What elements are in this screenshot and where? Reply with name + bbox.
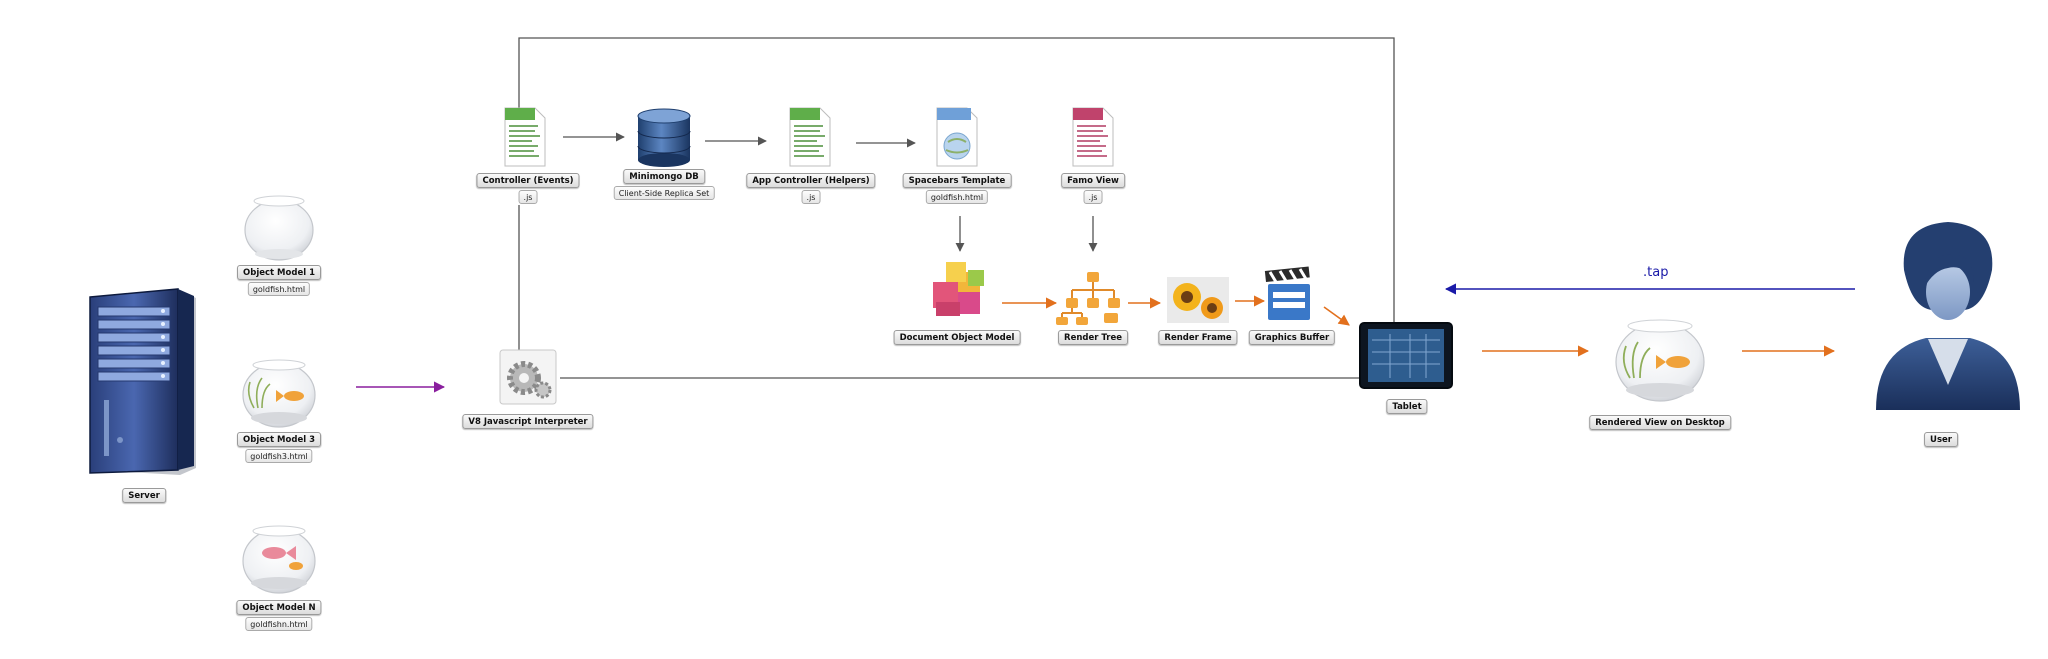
spacebars-file: goldfish.html	[925, 190, 989, 204]
clapperboard-icon	[1264, 266, 1310, 320]
gfxbuffer-to-tablet-arrow	[1323, 306, 1350, 326]
controller-label: Controller (Events)	[476, 173, 580, 188]
hierarchy-tree-icon	[1056, 272, 1120, 325]
connectors	[356, 37, 1855, 393]
object-model-1-file: goldfish.html	[247, 282, 311, 296]
famo-file: .js	[1083, 190, 1103, 204]
appctrl-label: App Controller (Helpers)	[746, 173, 876, 188]
gfxbuffer-label: Graphics Buffer	[1248, 330, 1336, 345]
minimongo-label: Minimongo DB	[623, 169, 705, 184]
blocks-icon	[933, 262, 984, 316]
fishbowl-goldfish-icon	[242, 359, 316, 428]
database-icon	[637, 108, 691, 167]
rendertree-label: Render Tree	[1058, 330, 1128, 345]
fishbowl-pink-fish-icon	[242, 525, 316, 594]
spacebars-label: Spacebars Template	[902, 173, 1012, 188]
appctrl-js-file-icon	[789, 107, 831, 167]
rendered-fishbowl-goldfish-icon	[1615, 319, 1705, 402]
user-avatar-icon	[1876, 222, 2020, 410]
controller-file: .js	[518, 190, 538, 204]
tap-edge-label: .tap	[1643, 265, 1669, 280]
object-model-1-label: Object Model 1	[237, 265, 321, 280]
gear-icon	[499, 349, 557, 405]
controller-js-file-icon	[504, 107, 546, 167]
html-file-icon	[936, 107, 978, 167]
rendered-label: Rendered View on Desktop	[1589, 415, 1731, 430]
server-tower-icon	[89, 288, 196, 475]
minimongo-sub: Client-Side Replica Set	[613, 186, 715, 200]
tablet-icon	[1359, 322, 1453, 389]
famo-label: Famo View	[1061, 173, 1125, 188]
object-model-3-label: Object Model 3	[237, 432, 321, 447]
appctrl-file: .js	[801, 190, 821, 204]
js-file-pink-icon	[1072, 107, 1114, 167]
server-label: Server	[122, 488, 166, 503]
controller-to-tablet-frame-line	[518, 37, 1395, 330]
object-model-n-label: Object Model N	[236, 600, 322, 615]
user-label: User	[1924, 432, 1958, 447]
object-model-3-file: goldfish3.html	[245, 449, 313, 463]
renderframe-label: Render Frame	[1158, 330, 1238, 345]
dom-label: Document Object Model	[893, 330, 1021, 345]
v8-label: V8 Javascript Interpreter	[462, 414, 594, 429]
sunflowers-icon	[1167, 277, 1229, 323]
empty-fishbowl-icon	[244, 195, 314, 261]
object-model-n-file: goldfishn.html	[245, 617, 313, 631]
tablet-label: Tablet	[1386, 399, 1428, 414]
